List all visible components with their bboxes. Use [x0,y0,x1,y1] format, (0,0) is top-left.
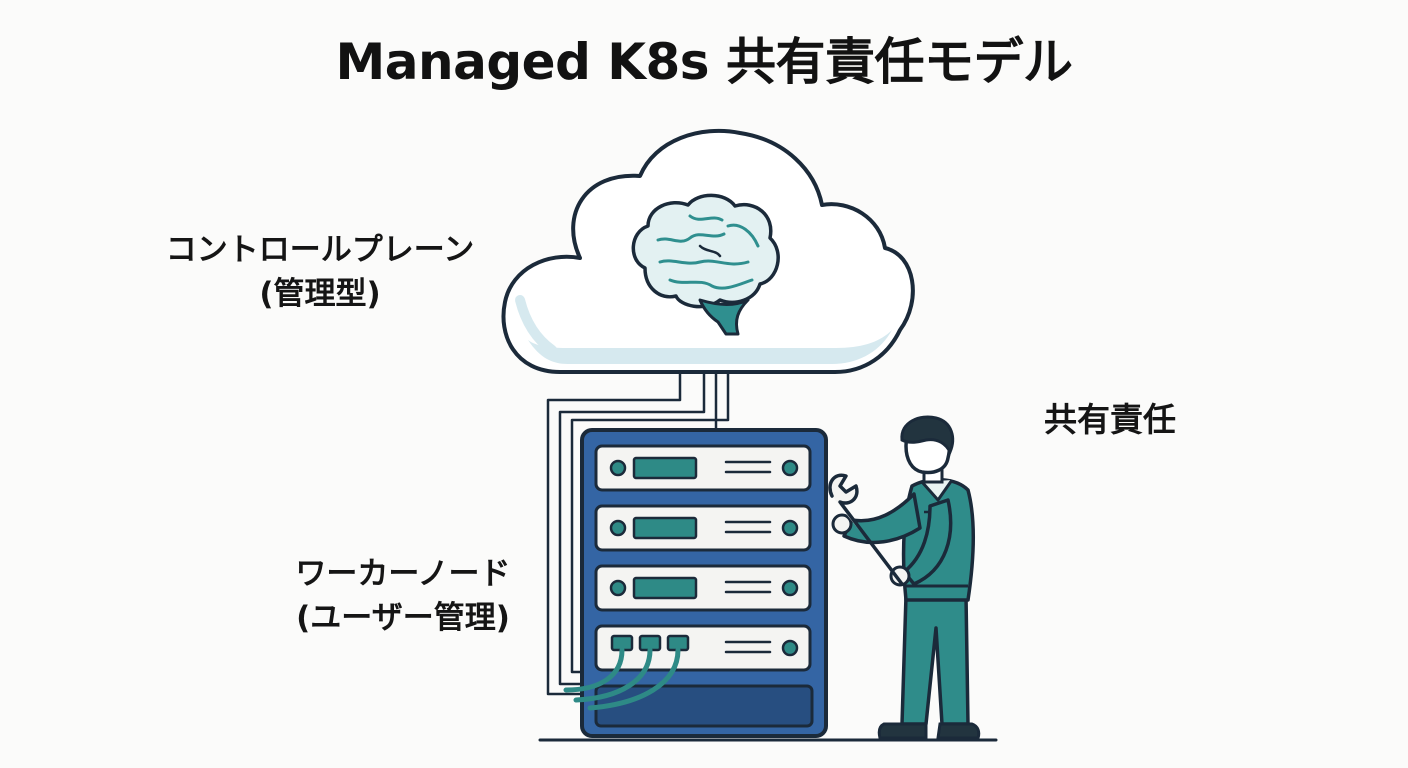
shared-responsibility-label: 共有責任 [1010,398,1210,442]
server-rack-icon [563,428,828,738]
control-plane-label: コントロールプレーン (管理型) [130,228,510,316]
control-plane-label-line2: (管理型) [259,276,381,312]
brain-icon [631,193,780,336]
worker-node-label-line1: ワーカーノード [295,556,511,592]
worker-node-label-line2: (ユーザー管理) [296,600,510,636]
control-plane-label-line1: コントロールプレーン [165,232,475,268]
server-unit [594,564,812,612]
worker-node-label: ワーカーノード (ユーザー管理) [258,552,548,640]
server-unit [594,444,812,492]
server-unit [594,504,812,552]
technician-with-wrench-icon [828,415,981,740]
server-unit-with-ports [563,624,812,711]
page-title: Managed K8s 共有責任モデル [335,33,1073,91]
shared-responsibility-text: 共有責任 [1044,400,1176,439]
